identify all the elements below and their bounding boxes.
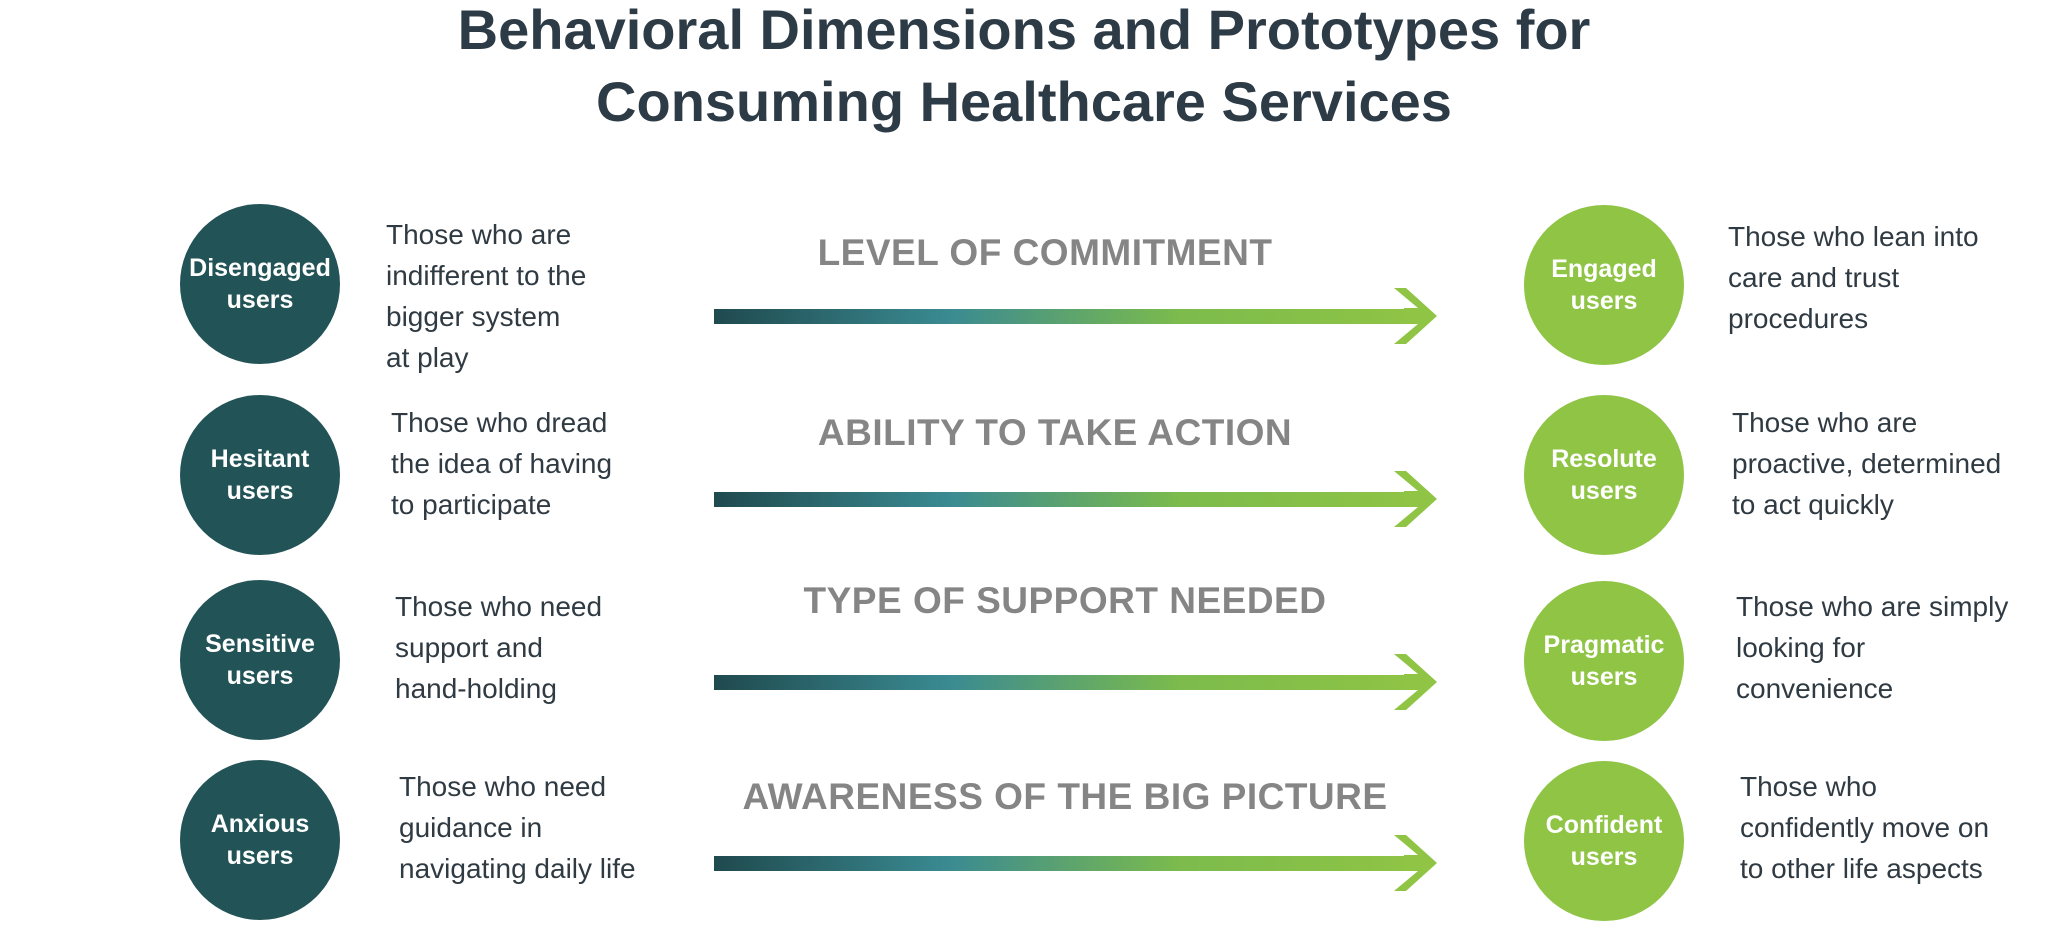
- prototype-label-suffix: users: [1570, 287, 1638, 315]
- description-line: looking for: [1736, 632, 1866, 663]
- arrow-shaft: [714, 675, 1414, 690]
- prototype-label: Resolute: [1551, 445, 1657, 473]
- description-line: indifferent to the: [386, 260, 587, 291]
- dimension-row-commitment: Disengaged users Those who are indiffere…: [0, 200, 2048, 373]
- prototype-label: Confident: [1545, 811, 1663, 839]
- dimension-row-support: Sensitive users Those who need support a…: [0, 580, 2048, 750]
- prototype-description-hesitant: Those who dread the idea of having to pa…: [391, 402, 612, 525]
- description-line: the idea of having: [391, 448, 613, 479]
- dimension-label: TYPE OF SUPPORT NEEDED: [803, 580, 1327, 621]
- prototype-circle-resolute: Resolute users: [1524, 395, 1684, 555]
- description-line: Those who are: [386, 219, 572, 250]
- prototype-label: Sensitive: [205, 630, 315, 658]
- title-line-2: Consuming Healthcare Services: [596, 70, 1452, 133]
- description-line: Those who need: [395, 591, 603, 622]
- dimension-label: AWARENESS OF THE BIG PICTURE: [742, 776, 1388, 817]
- description-line: Those who lean into: [1728, 221, 1979, 252]
- prototype-circle-anxious: Anxious users: [180, 760, 340, 920]
- dimension-row-ability: Hesitant users Those who dread the idea …: [0, 394, 2048, 564]
- gradient-arrow: [714, 652, 1444, 712]
- description-line: procedures: [1728, 303, 1869, 334]
- prototype-circle-hesitant: Hesitant users: [180, 395, 340, 555]
- arrow-head: [1394, 835, 1437, 891]
- description-line: guidance in: [399, 812, 543, 843]
- prototype-label-suffix: users: [226, 662, 294, 690]
- description-line: hand-holding: [395, 673, 557, 704]
- prototype-description-engaged: Those who lean into care and trust proce…: [1728, 216, 1979, 339]
- description-line: navigating daily life: [399, 853, 636, 884]
- description-line: support and: [395, 632, 543, 663]
- description-line: Those who dread: [391, 407, 608, 438]
- description-line: bigger system: [386, 301, 561, 332]
- title-line-1: Behavioral Dimensions and Prototypes for: [457, 0, 1591, 61]
- gradient-arrow: [714, 833, 1444, 893]
- description-line: Those who need: [399, 771, 607, 802]
- dimension-label: ABILITY TO TAKE ACTION: [817, 412, 1293, 453]
- page-title: Behavioral Dimensions and Prototypes for…: [0, 0, 2048, 138]
- arrow-head: [1394, 471, 1437, 527]
- prototype-label: Disengaged: [189, 254, 331, 282]
- prototype-description-resolute: Those who are proactive, determined to a…: [1732, 402, 2001, 525]
- description-line: to act quickly: [1732, 489, 1894, 520]
- prototype-label-suffix: users: [1570, 477, 1638, 505]
- description-line: to other life aspects: [1740, 853, 1983, 884]
- description-line: Those who: [1740, 771, 1877, 802]
- arrow-head: [1394, 288, 1437, 344]
- arrow-shaft: [714, 309, 1414, 324]
- arrow-head: [1394, 654, 1437, 710]
- prototype-label: Pragmatic: [1543, 631, 1665, 659]
- prototype-label-suffix: users: [226, 477, 294, 505]
- gradient-arrow: [714, 469, 1444, 529]
- prototype-description-pragmatic: Those who are simply looking for conveni…: [1736, 586, 2008, 709]
- gradient-arrow: [714, 286, 1444, 346]
- description-line: confidently move on: [1740, 812, 1990, 843]
- description-line: convenience: [1736, 673, 1894, 704]
- prototype-circle-disengaged: Disengaged users: [180, 204, 340, 364]
- description-line: proactive, determined: [1732, 448, 2002, 479]
- prototype-description-sensitive: Those who need support and hand-holding: [395, 586, 602, 709]
- prototype-description-disengaged: Those who are indifferent to the bigger …: [386, 214, 586, 378]
- prototype-circle-confident: Confident users: [1524, 761, 1684, 921]
- prototype-label: Anxious: [210, 810, 310, 838]
- prototype-circle-sensitive: Sensitive users: [180, 580, 340, 740]
- prototype-label-suffix: users: [1570, 843, 1638, 871]
- description-line: care and trust: [1728, 262, 1900, 293]
- description-line: Those who are simply: [1736, 591, 2009, 622]
- description-line: Those who are: [1732, 407, 1918, 438]
- dimension-label: LEVEL OF COMMITMENT: [817, 232, 1273, 273]
- arrow-shaft: [714, 856, 1414, 871]
- prototype-circle-pragmatic: Pragmatic users: [1524, 581, 1684, 741]
- prototype-description-anxious: Those who need guidance in navigating da…: [399, 766, 636, 889]
- prototype-circle-engaged: Engaged users: [1524, 205, 1684, 365]
- arrow-shaft: [714, 492, 1414, 507]
- dimension-row-awareness: Anxious users Those who need guidance in…: [0, 760, 2048, 930]
- prototype-label: Engaged: [1551, 255, 1657, 283]
- prototype-label-suffix: users: [1570, 663, 1638, 691]
- prototype-label-suffix: users: [226, 842, 294, 870]
- prototype-label: Hesitant: [210, 445, 310, 473]
- prototype-label-suffix: users: [226, 286, 294, 314]
- description-line: to participate: [391, 489, 552, 520]
- prototype-description-confident: Those who confidently move on to other l…: [1740, 766, 1989, 889]
- description-line: at play: [386, 342, 469, 373]
